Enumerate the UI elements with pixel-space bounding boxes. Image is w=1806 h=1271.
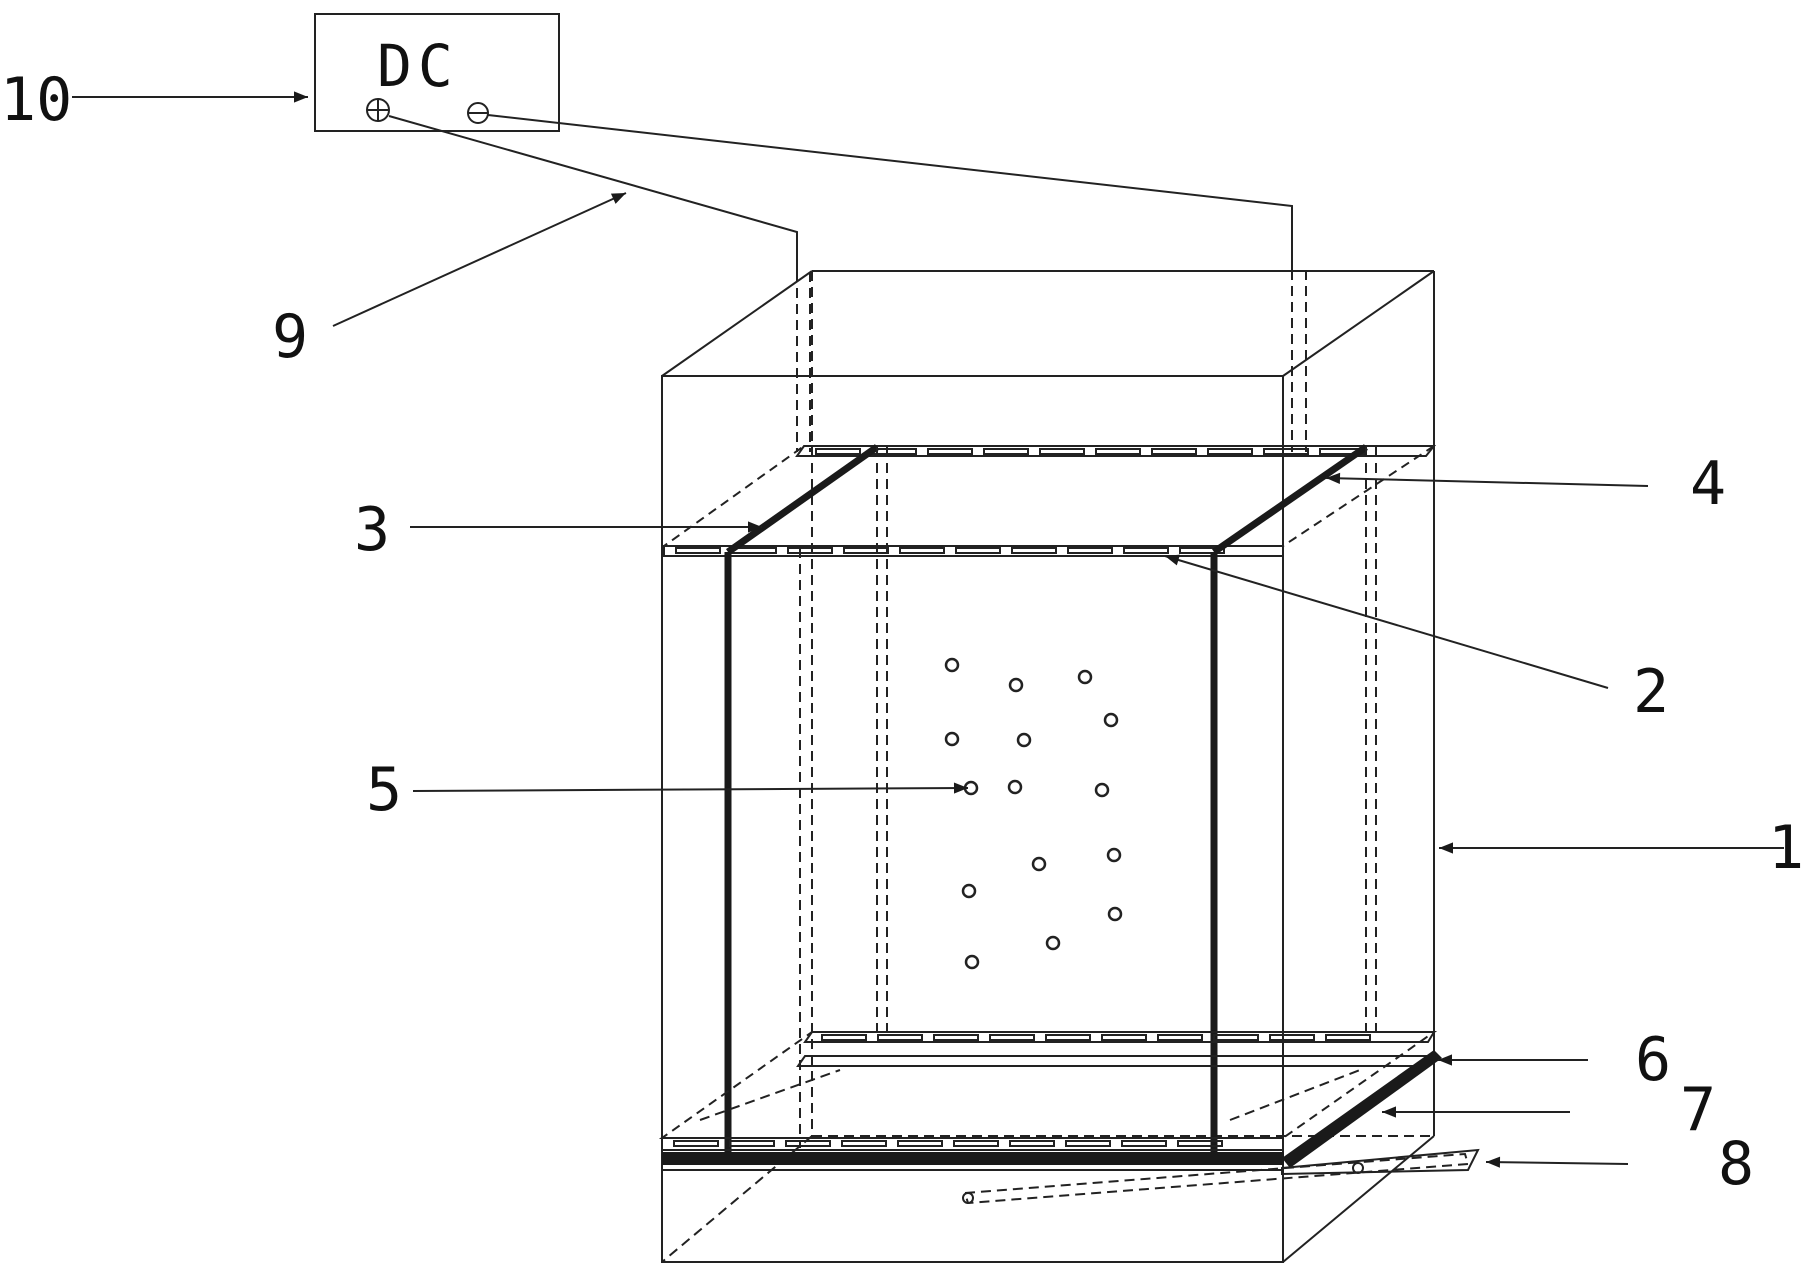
wires (388, 114, 1293, 272)
leader-9 (332, 192, 627, 327)
bubble-icon (1007, 779, 1023, 795)
callout-3: 3 (354, 495, 390, 565)
dc-label: DC (377, 32, 459, 100)
bubble-icon (1103, 712, 1119, 728)
bottom-electrode-plates (658, 1031, 1442, 1171)
callout-9: 9 (272, 302, 308, 372)
tank (661, 270, 1435, 1263)
bubble-icon (1031, 856, 1047, 872)
bubbles (944, 657, 1123, 970)
leader-5 (412, 782, 969, 794)
bubble-icon (1094, 782, 1110, 798)
bubble-icon (944, 657, 960, 673)
leader-4 (1325, 472, 1649, 487)
callout-1: 1 (1768, 813, 1804, 883)
negative-terminal-icon (467, 102, 489, 124)
leader-8 (1485, 1156, 1629, 1168)
top-plate-slots (675, 448, 1365, 554)
callout-4: 4 (1690, 449, 1726, 519)
callout-6: 6 (1635, 1025, 1671, 1095)
leader-2 (1164, 554, 1609, 689)
bubble-icon (961, 883, 977, 899)
top-electrode-plate (660, 445, 1438, 557)
leader-lines (72, 91, 1784, 1168)
callout-labels: 10 9 3 4 2 5 1 6 7 8 (0, 65, 1804, 1199)
dc-power-supply: DC (314, 13, 560, 132)
callout-2: 2 (1633, 657, 1669, 727)
bubble-icon (1107, 906, 1123, 922)
callout-7: 7 (1680, 1075, 1716, 1145)
callout-10: 10 (0, 65, 72, 135)
bubble-icon (1045, 935, 1061, 951)
callout-8: 8 (1718, 1129, 1754, 1199)
positive-terminal-icon (366, 98, 390, 122)
wire-drops (796, 270, 1307, 1148)
bottom-plate-slots (673, 1034, 1371, 1147)
bubble-icon (1016, 732, 1032, 748)
outlet-pipe (962, 1148, 1480, 1205)
bubble-icon (944, 731, 960, 747)
callout-5: 5 (366, 755, 402, 825)
bubble-icon (1077, 669, 1093, 685)
bubble-icon (1008, 677, 1024, 693)
bubble-icon (1106, 847, 1122, 863)
bubble-icon (964, 954, 980, 970)
